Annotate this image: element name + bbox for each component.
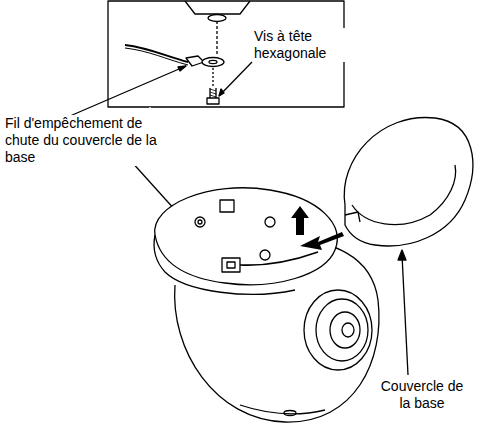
sphere-hole [284,411,296,416]
cover-notch [345,212,360,222]
mount-plate [185,1,250,14]
leader-line [219,62,252,96]
base-hole [260,250,270,260]
wire-anchor [227,262,235,268]
driver-ring [316,299,368,361]
arrowhead [398,250,406,260]
washer [202,58,224,67]
axis-line [216,21,217,55]
motion-arrow [300,232,344,250]
base-hole [198,220,202,224]
cover-inner [352,165,456,225]
boss [208,15,226,22]
sphere-contour [240,405,325,414]
part-label: Fil d'empêchement de chute du couvercle … [3,115,167,166]
arrowhead [178,66,186,71]
leader-line [70,66,186,116]
leader-line [402,255,408,375]
axis-line [212,68,213,86]
base-slot [220,200,234,212]
driver-cone [330,312,360,348]
base-rim [154,235,295,294]
arrowhead [219,89,224,96]
part-label: Couvercle de la base [378,378,466,412]
wire-anchor [222,258,240,272]
gap [149,107,150,112]
driver-cap [342,323,354,337]
base-hole [265,217,275,227]
wire [125,48,188,65]
screw-shank [210,88,216,98]
washer-hole [209,60,217,63]
part-label: Vis à tête hexagonale [252,28,348,62]
screw-head [207,98,219,104]
wire [125,45,188,62]
wire-lug [186,56,204,66]
wire [240,252,318,265]
screw-thread [210,89,216,97]
base-hole [195,217,205,227]
driver-ring [304,290,372,370]
motion-arrow [291,206,309,235]
base-disc [155,188,337,285]
base-cover [344,117,473,245]
